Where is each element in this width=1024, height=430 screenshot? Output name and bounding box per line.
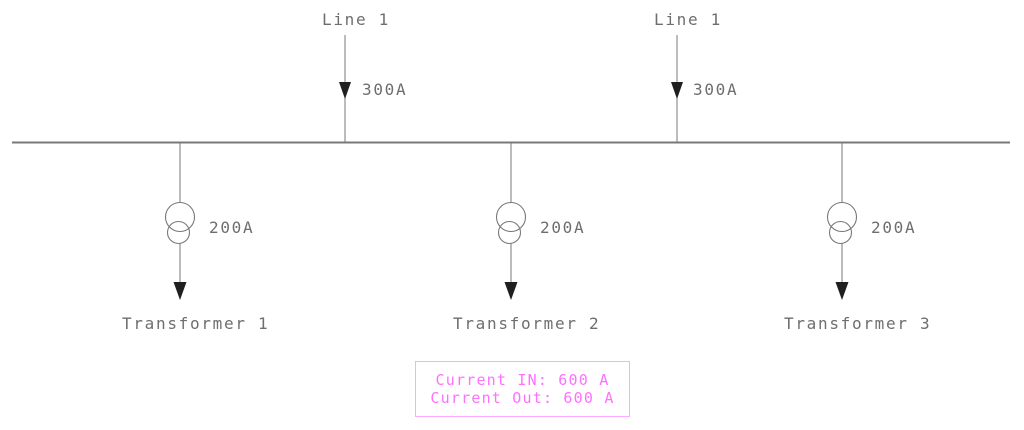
feeder-2-label: Line 1 — [654, 10, 722, 29]
current-in-text: Current IN: 600 A — [435, 370, 610, 389]
feeder-1-current-label: 300A — [362, 80, 408, 99]
feeder-1-label: Line 1 — [322, 10, 390, 29]
feeder-1-flow-arrow-icon — [339, 82, 351, 99]
transformer-3-symbol — [826, 142, 858, 300]
transformer-3-secondary-winding-icon — [828, 220, 853, 245]
transformer-2-current-label: 200A — [540, 218, 586, 237]
transformer-2-flow-arrow-icon — [504, 282, 518, 300]
feeder-2-symbol — [671, 35, 683, 142]
transformer-3-flow-arrow-icon — [835, 282, 849, 300]
transformer-2-label: Transformer 2 — [453, 314, 601, 333]
transformer-3-primary-winding-icon — [826, 201, 858, 233]
transformer-2-primary-winding-icon — [495, 201, 527, 233]
transformer-1-label: Transformer 1 — [122, 314, 270, 333]
current-summary-box: Current IN: 600 A Current Out: 600 A — [415, 361, 630, 417]
transformer-1-current-label: 200A — [209, 218, 255, 237]
transformer-3-label: Transformer 3 — [784, 314, 932, 333]
feeder-2-current-label: 300A — [693, 80, 739, 99]
current-out-text: Current Out: 600 A — [430, 388, 615, 407]
transformer-2-symbol — [495, 142, 527, 300]
transformer-2-secondary-winding-icon — [497, 220, 522, 245]
feeder-2-flow-arrow-icon — [671, 82, 683, 99]
transformer-1-primary-winding-icon — [164, 201, 196, 233]
transformer-1-flow-arrow-icon — [173, 282, 187, 300]
transformer-1-secondary-winding-icon — [166, 220, 191, 245]
feeder-1-symbol — [339, 35, 351, 142]
transformer-3-current-label: 200A — [871, 218, 917, 237]
transformer-1-symbol — [164, 142, 196, 300]
